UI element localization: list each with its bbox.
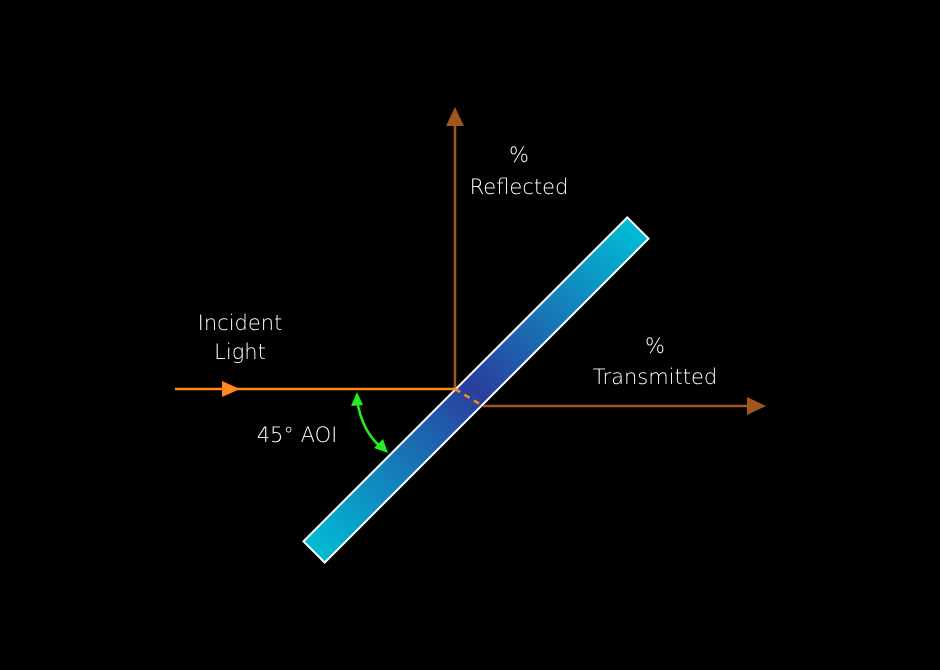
reflected-label: Reflected	[470, 175, 569, 199]
incident-beam	[175, 381, 484, 408]
beamsplitter-plate	[302, 216, 650, 564]
reflected-beam	[446, 107, 464, 389]
reflected-percent-label: %	[509, 143, 529, 167]
reflected-arrowhead-icon	[446, 107, 464, 126]
incident-label-line2: Light	[214, 340, 266, 364]
incident-label-line1: Incident	[198, 311, 283, 335]
incident-arrowhead-icon	[222, 381, 240, 397]
transmitted-beam	[483, 397, 766, 415]
internal-beam-path	[454, 387, 484, 408]
aoi-arc-arrow-icon	[351, 392, 388, 453]
aoi-label: 45° AOI	[257, 423, 338, 447]
transmitted-label: Transmitted	[593, 365, 718, 389]
transmitted-arrowhead-icon	[747, 397, 766, 415]
transmitted-percent-label: %	[645, 334, 665, 358]
